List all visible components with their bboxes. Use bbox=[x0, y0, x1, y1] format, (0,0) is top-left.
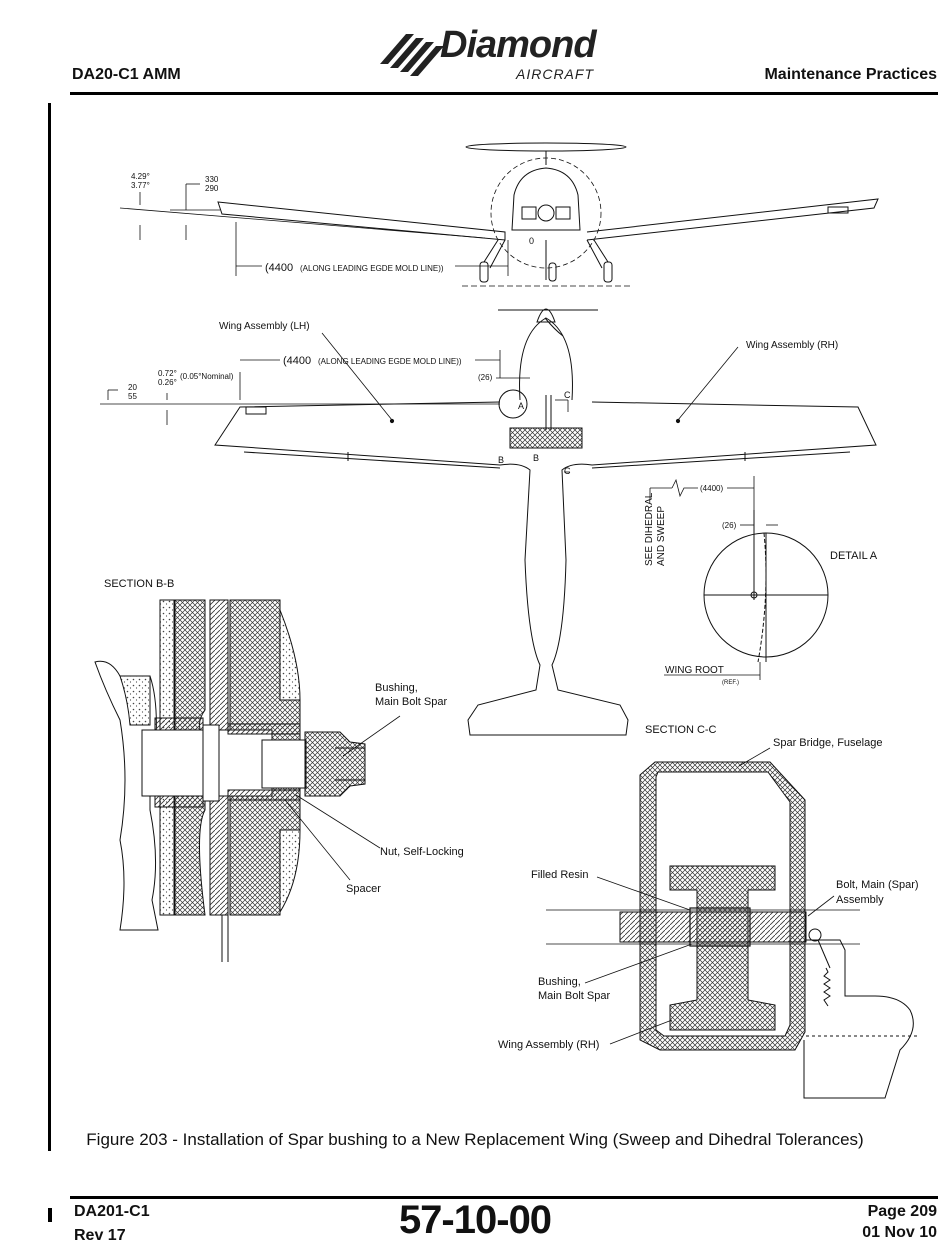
top-span-note: (ALONG LEADING EGDE MOLD LINE)) bbox=[318, 357, 462, 366]
logo-wordmark: Diamond bbox=[440, 24, 597, 66]
front-dihedral-mm-bot: 290 bbox=[205, 184, 219, 193]
detail-a bbox=[649, 476, 829, 680]
diamond-logo-icon bbox=[380, 34, 444, 76]
section-bb-bushing-2: Main Bolt Spar bbox=[375, 696, 447, 708]
front-zero-mark: 0 bbox=[529, 236, 534, 246]
detail-a-title: DETAIL A bbox=[830, 550, 878, 562]
front-dihedral-deg-top: 4.29° bbox=[131, 172, 150, 181]
section-cc-bolt-2: Assembly bbox=[836, 894, 884, 906]
detail-a-dim-4400: (4400) bbox=[700, 484, 723, 493]
footer-rule bbox=[70, 1196, 938, 1199]
section-cc-spar-bridge: Spar Bridge, Fuselage bbox=[773, 737, 882, 749]
section-cc-bushing-1: Bushing, bbox=[538, 976, 581, 988]
footer-revision: Rev 17 bbox=[74, 1227, 126, 1244]
section-cc-title: SECTION C-C bbox=[645, 724, 717, 736]
footer-date: 01 Nov 10 bbox=[862, 1224, 937, 1241]
top-marker-b-right: B bbox=[533, 453, 539, 463]
section-title: Maintenance Practices bbox=[764, 66, 937, 83]
footer-ata-chapter: 57-10-00 bbox=[398, 1198, 552, 1242]
top-marker-c-top: C bbox=[564, 390, 571, 400]
diamond-logo: Diamond AIRCRAFT bbox=[380, 24, 625, 84]
top-sweep-deg-top: 0.72° bbox=[158, 369, 177, 378]
front-view bbox=[119, 142, 879, 287]
section-bb-title: SECTION B-B bbox=[104, 578, 174, 590]
logo-subtitle: AIRCRAFT bbox=[516, 66, 594, 82]
detail-a-wing-root: WING ROOT bbox=[665, 665, 724, 676]
top-sweep-mm-top: 20 bbox=[128, 383, 137, 392]
section-cc-filled-resin: Filled Resin bbox=[531, 869, 588, 881]
detail-a-ref: (REF.) bbox=[722, 680, 739, 686]
top-span-label: (4400 bbox=[283, 355, 311, 367]
top-wing-rh-label: Wing Assembly (RH) bbox=[746, 340, 838, 351]
footer-page-number: Page 209 bbox=[867, 1203, 937, 1220]
section-cc-bushing-2: Main Bolt Spar bbox=[538, 990, 610, 1002]
section-cc-bolt-1: Bolt, Main (Spar) bbox=[836, 879, 919, 891]
section-bb-spacer: Spacer bbox=[346, 883, 381, 895]
front-span-note: (ALONG LEADING EGDE MOLD LINE)) bbox=[300, 264, 444, 273]
top-marker-a: A bbox=[518, 401, 524, 411]
top-marker-b-left: B bbox=[498, 455, 504, 465]
detail-a-dim-26: (26) bbox=[722, 521, 737, 530]
section-cc-wing-rh: Wing Assembly (RH) bbox=[498, 1039, 599, 1051]
top-wing-lh-label: Wing Assembly (LH) bbox=[219, 321, 310, 332]
header-rule bbox=[70, 92, 938, 95]
section-bb-nut: Nut, Self-Locking bbox=[380, 846, 464, 858]
top-sweep-mm-bot: 55 bbox=[128, 392, 137, 401]
top-marker-c-bottom: C bbox=[564, 466, 571, 476]
footer-change-bar bbox=[48, 1208, 52, 1222]
section-bb-bushing-1: Bushing, bbox=[375, 682, 418, 694]
detail-a-see-dihedral: SEE DIHEDRAL bbox=[644, 492, 655, 566]
front-dihedral-mm-top: 330 bbox=[205, 175, 219, 184]
detail-a-and-sweep: AND SWEEP bbox=[656, 506, 667, 566]
section-bb bbox=[94, 599, 401, 962]
front-dihedral-deg-bot: 3.77° bbox=[131, 181, 150, 190]
top-offset-26: (26) bbox=[478, 373, 493, 382]
footer-model: DA201-C1 bbox=[74, 1203, 150, 1220]
change-bar bbox=[48, 103, 51, 1151]
top-sweep-deg-bot: 0.26° bbox=[158, 378, 177, 387]
section-cc bbox=[546, 747, 920, 1099]
figure-caption: Figure 203 - Installation of Spar bushin… bbox=[86, 1130, 864, 1149]
document-id: DA20-C1 AMM bbox=[72, 66, 181, 83]
front-span-label: (4400 bbox=[265, 262, 293, 274]
top-view bbox=[100, 308, 877, 736]
top-sweep-nominal: (0.05°Nominal) bbox=[180, 372, 234, 381]
